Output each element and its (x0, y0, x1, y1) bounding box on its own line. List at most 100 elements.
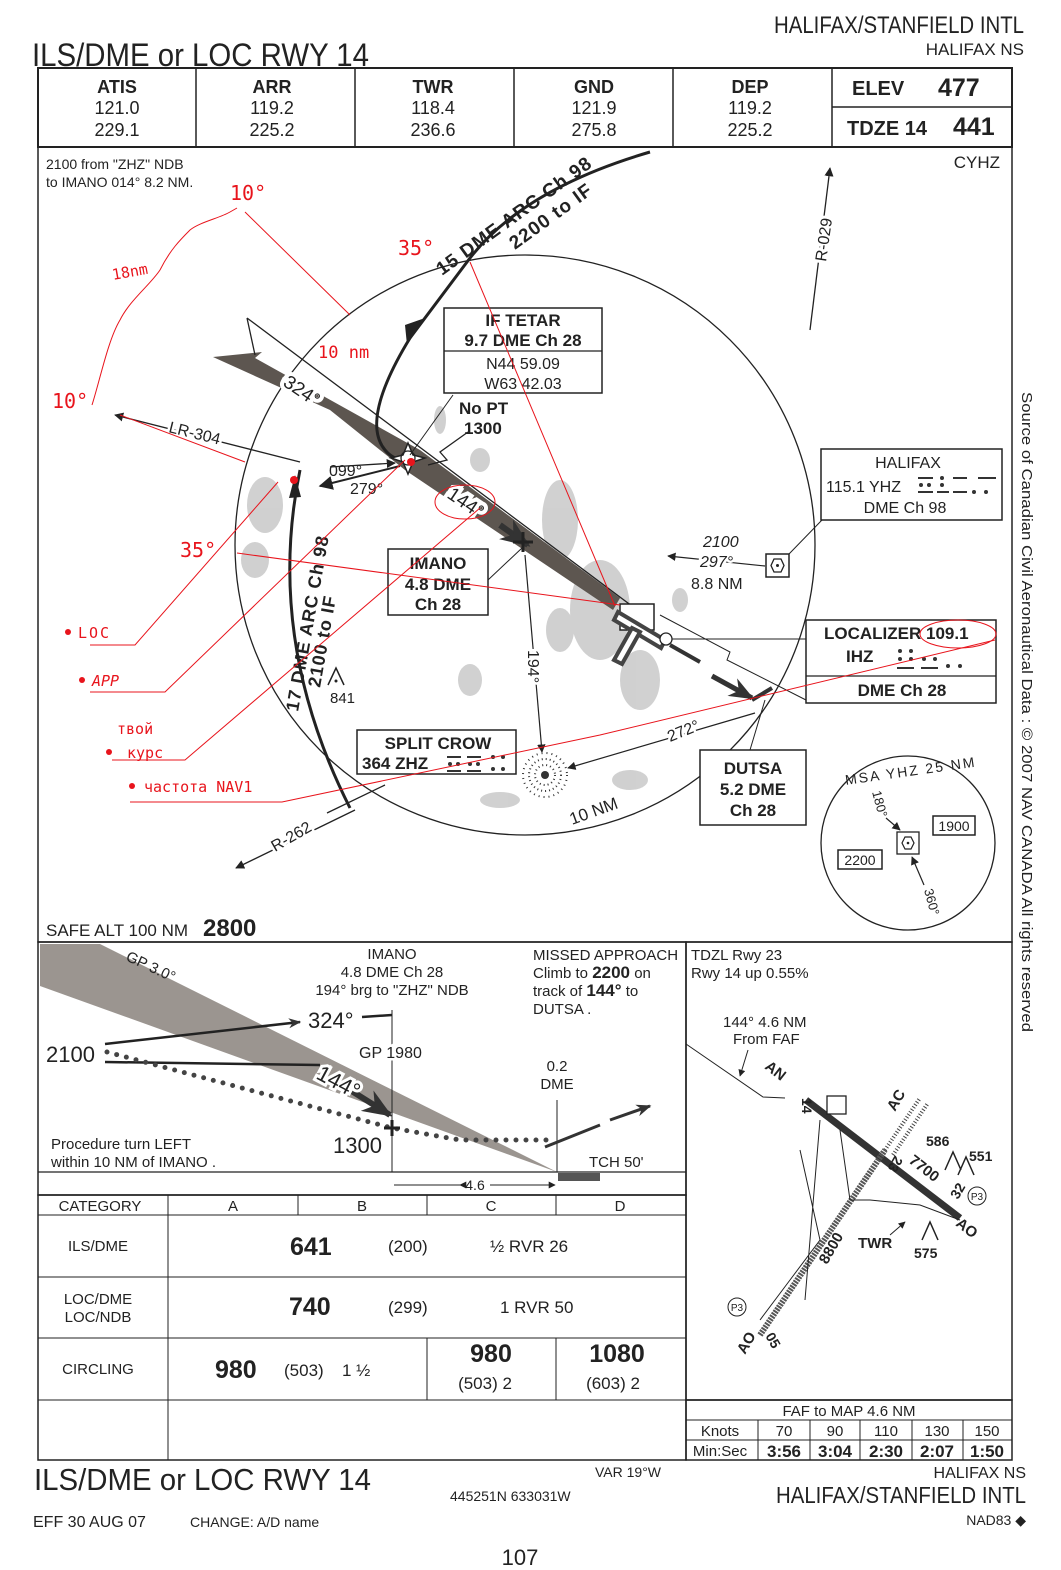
runway-23-label: 23 (885, 1154, 907, 1176)
missed-on: on (634, 965, 651, 982)
timing-table: FAF to MAP 4.6 NM Knots Min:Sec 70 90 11… (685, 1399, 1013, 1461)
time-value: 2:07 (920, 1442, 954, 1461)
arc-arrowhead (289, 475, 301, 498)
circling-d-details: (603) 2 (586, 1374, 640, 1393)
radial-tick (326, 784, 386, 814)
imano-box: IMANO 4.8 DME Ch 28 (387, 548, 489, 616)
threshold-crossing-height: TCH 50' (589, 1154, 644, 1171)
dutsa-leader (749, 699, 766, 751)
footer-title: ILS/DME or LOC RWY 14 (34, 1462, 371, 1497)
copyright-note: Source of Canadian Civil Aeronautical Da… (1018, 392, 1035, 1032)
msa-bearing-180: 180° (869, 789, 890, 819)
final-course-line (685, 1043, 786, 1099)
map-dme-value: 0.2 (547, 1058, 568, 1075)
freq-label-gnd: GND (574, 77, 614, 97)
dme-arc-17 (288, 469, 352, 809)
obstacle-icon (921, 1220, 939, 1241)
timing-row-time: Min:Sec (693, 1443, 748, 1460)
freq-value: 118.4 (411, 98, 455, 118)
annotation-app: APP (91, 672, 119, 690)
profile-altitude-1300: 1300 (333, 1133, 382, 1158)
runway-14-32 (803, 1097, 963, 1221)
row-label-circling: CIRCLING (62, 1361, 134, 1378)
msa-bearing-360: 360° (921, 887, 942, 917)
imano-profile-name: IMANO (367, 946, 416, 963)
profile-inbound-arrow (348, 1087, 393, 1118)
vor-leader (788, 519, 823, 555)
msa-altitude-2: 2200 (844, 852, 875, 868)
runway-14-label: 14 (799, 1098, 815, 1114)
annotation-angle: 35° (180, 538, 216, 562)
speed-value: 110 (874, 1423, 898, 1440)
parking-label: P3 (971, 1192, 984, 1203)
dutsa-dme: 5.2 DME (720, 780, 786, 799)
ndb-name: SPLIT CROW (385, 734, 493, 753)
profile-outbound-arrow (104, 1018, 302, 1046)
glidepath-wedge (40, 944, 557, 1172)
feeder-note: to IMANO 014° 8.2 NM. (46, 174, 193, 190)
approach-lighting-an: AN (762, 1058, 790, 1085)
approach-lighting-ao-05: AO (734, 1329, 760, 1357)
freq-label-atis: ATIS (97, 77, 137, 97)
handwritten-annotations: 10° 18nm 35° 10 nm 10° 35° LOC APP твой … (52, 181, 997, 803)
missed-altitude: 2200 (592, 963, 630, 982)
circling-ab-visibility: 1 ½ (342, 1361, 370, 1380)
change-note: CHANGE: A/D name (190, 1514, 319, 1530)
ils-height-above-touchdown: (200) (388, 1237, 428, 1256)
speed-value: 90 (827, 1423, 844, 1440)
tdze-value: 441 (953, 113, 995, 141)
imano-fix-icon (388, 441, 428, 476)
dme-leader (659, 614, 807, 701)
localizer-ident: IHZ (846, 647, 873, 666)
terrain-shading (241, 406, 688, 808)
circling-ab-height: (503) (284, 1361, 324, 1380)
magnetic-variation: VAR 19°W (595, 1464, 662, 1480)
datum: NAD83 ◆ (966, 1512, 1026, 1528)
annotation-angle: 10° (230, 181, 266, 205)
vor-route-course: 297° (699, 554, 734, 571)
missed-track: track of (533, 983, 583, 1000)
procedure-turn-line (318, 465, 401, 490)
obstacle-575: 575 (914, 1245, 938, 1261)
procedure-turn-arrow (329, 458, 396, 469)
chart-header: ILS/DME or LOC RWY 14 HALIFAX/STANFIELD … (32, 12, 1024, 73)
speed-value: 150 (974, 1423, 999, 1440)
circling-c-altitude: 980 (470, 1340, 512, 1368)
annotation-loc: LOC (78, 624, 111, 642)
circling-c-details: (503) 2 (458, 1374, 512, 1393)
localizer-dme: DME Ch 28 (858, 681, 947, 700)
footer-city: HALIFAX NS (934, 1465, 1026, 1482)
runway-05-23 (757, 1148, 888, 1337)
wind-indicator-icon (826, 1095, 847, 1115)
profile-gp-altitude: GP 1980 (359, 1045, 422, 1062)
parking-label: P3 (731, 1303, 744, 1314)
freq-value: 121.0 (94, 98, 139, 118)
city-name: HALIFAX NS (926, 40, 1024, 59)
imano-name: IMANO (410, 554, 467, 573)
freq-value: 229.1 (94, 120, 139, 140)
chart-footer: ILS/DME or LOC RWY 14 VAR 19°W 445251N 6… (33, 1462, 1026, 1570)
annotation-angle: 10° (52, 389, 88, 413)
profile-missed-arrow (544, 1106, 650, 1149)
faf-map-distance: 4.6 (465, 1177, 485, 1193)
speed-value: 130 (924, 1423, 949, 1440)
missed-to: to (626, 983, 639, 1000)
ndb-frequency: 364 ZHZ (362, 754, 428, 773)
feeder-note: 2100 from "ZHZ" NDB (46, 156, 184, 172)
pt-inbound-heading: 279° (350, 481, 383, 498)
no-pt-label: No PT (459, 399, 509, 418)
missed-climb: Climb to (533, 965, 588, 982)
parking-icon (727, 1297, 747, 1317)
no-pt-leader (427, 431, 469, 466)
halifax-vor-box: HALIFAX 115.1 YHZ DME Ch 98 (820, 448, 1003, 521)
pt-outbound-heading: 099° (329, 463, 362, 480)
speed-value: 70 (776, 1423, 793, 1440)
loc-minimum-altitude: 740 (289, 1293, 331, 1321)
msa-altitude-1: 1900 (938, 818, 969, 834)
footer-airport: HALIFAX/STANFIELD INTL (776, 1482, 1026, 1508)
radial-lr304-label: LR-304 (167, 419, 222, 448)
row-label-ils: ILS/DME (68, 1238, 128, 1255)
vor-dme-icon (765, 553, 790, 578)
airport-coordinates: 445251N 633031W (450, 1488, 571, 1504)
missed-approach-arrow (710, 673, 755, 701)
